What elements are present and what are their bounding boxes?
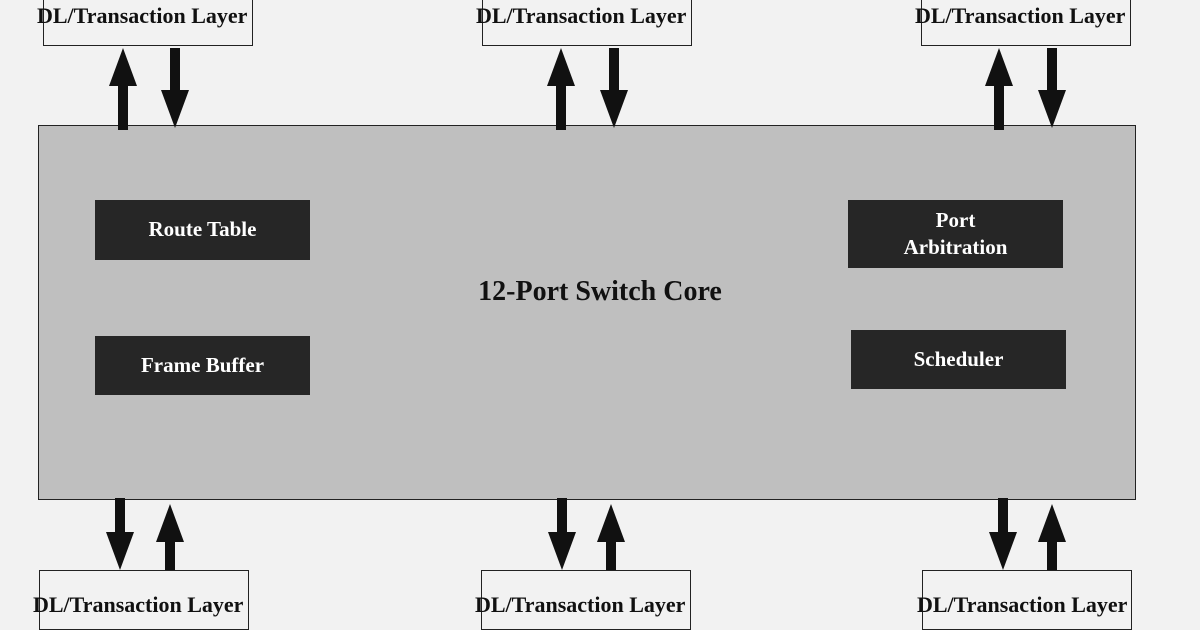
- down-arrow-bottom-2: [548, 498, 576, 570]
- bottom-layer-box-1: [39, 570, 249, 630]
- down-arrow-top-2: [600, 48, 628, 128]
- down-arrow-top-3: [1038, 48, 1066, 128]
- up-arrow-bottom-2: [597, 504, 625, 570]
- switch-core: [38, 125, 1136, 500]
- port-arbitration-label-line1: Port: [935, 207, 976, 232]
- up-arrow-top-3: [985, 48, 1013, 130]
- up-arrow-bottom-3: [1038, 504, 1066, 570]
- down-arrow-bottom-3: [989, 498, 1017, 570]
- bottom-layer-label-2: DL/Transaction Layer: [475, 592, 686, 617]
- top-layer-box-2: [482, 0, 692, 46]
- bottom-layer-label-3: DL/Transaction Layer: [917, 592, 1128, 617]
- top-layer-label-3: DL/Transaction Layer: [915, 3, 1126, 28]
- switch-core-title: 12-Port Switch Core: [478, 276, 722, 307]
- scheduler-block: Scheduler: [851, 330, 1066, 389]
- frame-buffer-label: Frame Buffer: [140, 352, 265, 377]
- up-arrow-top-2: [547, 48, 575, 130]
- route-table-block: Route Table: [95, 200, 310, 260]
- port-arbitration-label-line2: Arbitration: [903, 235, 1008, 259]
- route-table-label: Route Table: [148, 217, 257, 242]
- top-layer-box-1: [43, 0, 253, 46]
- top-layer-box-3: [921, 0, 1131, 46]
- up-arrow-top-1: [109, 48, 137, 130]
- up-arrow-bottom-1: [156, 504, 184, 570]
- frame-buffer-block: Frame Buffer: [95, 336, 310, 395]
- top-layer-label-2: DL/Transaction Layer: [476, 3, 687, 28]
- down-arrow-bottom-1: [106, 498, 134, 570]
- down-arrow-top-1: [161, 48, 189, 128]
- top-layer-label-1: DL/Transaction Layer: [37, 3, 248, 28]
- scheduler-label: Scheduler: [913, 346, 1004, 371]
- bottom-layer-label-1: DL/Transaction Layer: [33, 592, 244, 617]
- port-arbitration-block: Port Arbitration: [848, 200, 1063, 268]
